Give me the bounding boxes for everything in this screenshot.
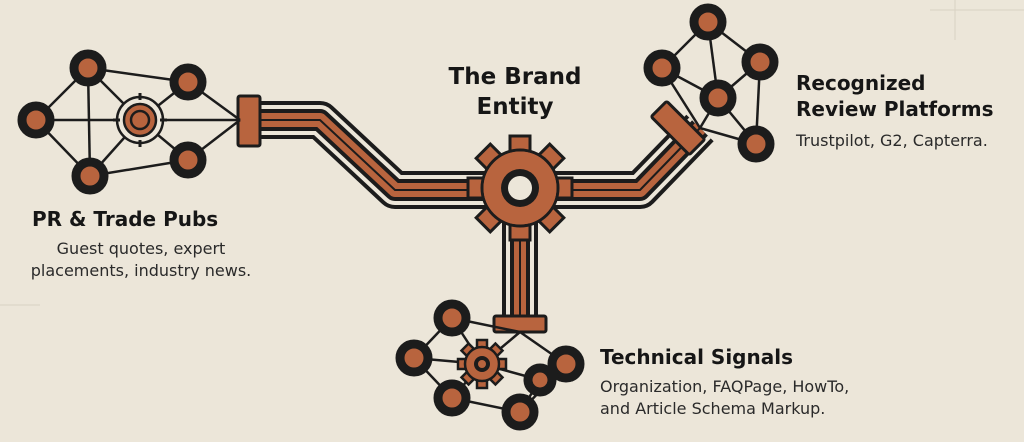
gear-icon	[466, 134, 574, 242]
review-title-line1: Recognized	[796, 71, 926, 95]
tech-network-nodes	[395, 299, 585, 431]
pr-description-line1: Guest quotes, expert	[56, 239, 226, 258]
pr-network	[17, 49, 241, 195]
review-description: Trustpilot, G2, Capterra.	[796, 131, 988, 150]
tech-title: Technical Signals	[600, 345, 793, 369]
pr-description-line2: placements, industry news.	[30, 261, 252, 280]
pipe-to-pr	[248, 101, 500, 209]
tech-description-line1: Organization, FAQPage, HowTo,	[600, 377, 850, 396]
tech-description-line2: and Article Schema Markup.	[600, 399, 826, 418]
review-network-nodes	[643, 3, 779, 163]
background-decoration	[0, 0, 1024, 306]
tech-network	[395, 299, 585, 431]
review-network	[643, 3, 779, 163]
tech-description: Organization, FAQPage, HowTo, and Articl…	[600, 376, 849, 420]
pr-description: Guest quotes, expert placements, industr…	[14, 238, 268, 282]
target-icon	[113, 93, 167, 147]
center-title-line2: Entity	[476, 94, 554, 120]
pr-network-nodes	[17, 49, 207, 195]
review-title-line2: Review Platforms	[796, 97, 994, 121]
review-title: Recognized Review Platforms	[796, 70, 993, 122]
center-title: The Brand Entity	[448, 62, 582, 122]
gear-icon	[456, 338, 508, 390]
center-title-line1: The Brand	[448, 64, 582, 90]
connector-pipes	[248, 101, 714, 325]
pr-title: PR & Trade Pubs	[32, 207, 219, 231]
